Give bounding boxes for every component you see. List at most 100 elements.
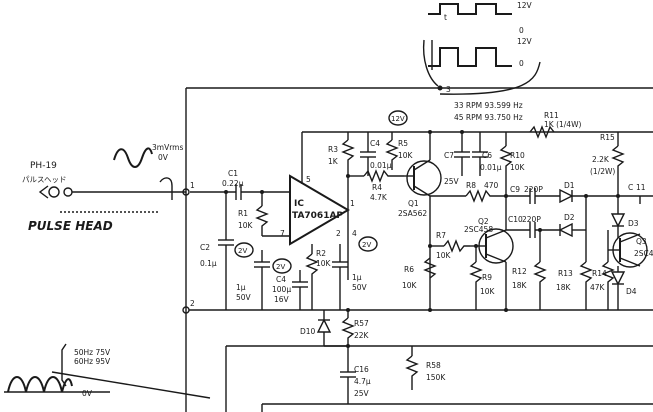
capacitor-c4: C4 0.01μ: [360, 132, 392, 176]
ac-50hz-label: 50Hz 75V: [74, 348, 111, 357]
c1-value: 0.22μ: [222, 179, 244, 188]
d10-label: D10: [300, 327, 316, 336]
r58-value: 150K: [426, 373, 446, 382]
c16-label: C16: [354, 365, 369, 374]
r57-label: R57: [354, 319, 369, 328]
c16-volt: 25V: [354, 389, 370, 398]
c4b-volt: 16V: [274, 295, 290, 304]
c10-label: C10: [508, 215, 523, 224]
r6-label: R6: [404, 265, 414, 274]
node-3-label: 3: [446, 85, 451, 94]
pulse-high-label: 12V: [517, 1, 533, 10]
r57-value: 22K: [354, 331, 370, 340]
capacitor-c6: C6 0.01μ: [472, 132, 502, 176]
r2-label: R2: [316, 249, 326, 258]
diode-d4: D4: [610, 266, 637, 310]
voltage-badge-2v-b-text: 2V: [276, 263, 285, 271]
ic-part-number: TA7061AP: [292, 211, 343, 221]
pulse-zero2-label: 0: [519, 59, 524, 68]
sine-dc-label: 0V: [158, 153, 169, 162]
c6-label: C6: [482, 151, 492, 160]
resistor-r7: R7 10K: [430, 231, 470, 260]
c3-volt: 50V: [236, 293, 252, 302]
r15-watt: (1/2W): [590, 167, 615, 176]
r13-label: R13: [558, 269, 573, 278]
resistor-r6: R6 10K: [402, 257, 437, 290]
pulse-waveform-callout: t 12V 0 12V 0 3: [422, 1, 541, 95]
ac-rectified-waveform: 50Hz 75V 60Hz 95V 0V: [4, 343, 211, 399]
capacitor-c5: 1μ 50V: [332, 244, 368, 310]
q1-label: Q1: [408, 199, 419, 208]
r8-value: 470: [484, 181, 499, 190]
transistor-q2: Q2 2SC458: [464, 196, 514, 310]
voltage-badge-12v-text: 12V: [391, 115, 405, 123]
resistor-r58: R58 150K: [405, 346, 446, 390]
pulse-period-label: t: [444, 13, 447, 22]
r13-value: 18K: [556, 283, 572, 292]
node-1-label: 1: [190, 181, 195, 190]
resistor-r14: R14 47K: [590, 230, 615, 310]
capacitor-c9: C9 220P: [506, 185, 560, 204]
r11-value: 1K (1/4W): [544, 120, 581, 129]
ic-pin-2: 2: [336, 229, 341, 238]
c7-label: C7: [444, 151, 454, 160]
capacitor-c2: C2 0.1μ: [200, 192, 234, 310]
c1-label: C1: [228, 169, 238, 178]
ic-pin-7: 7: [280, 229, 285, 238]
capacitor-c10: C10 220P: [506, 215, 560, 238]
d4-label: D4: [626, 287, 637, 296]
r14-value: 47K: [590, 283, 606, 292]
resistor-r12: R12 18K: [512, 230, 547, 310]
c2-value: 0.1μ: [200, 259, 217, 268]
voltage-badge-12v: [388, 110, 408, 126]
c11-label: C: [628, 183, 633, 192]
c4b-value: 100μ: [272, 285, 291, 294]
voltage-badge-2v-a-text: 2V: [238, 247, 247, 255]
c4-label: C4: [370, 139, 380, 148]
pulse-zero-label: 0: [519, 26, 524, 35]
pulse-head-pickup: PH-19 パルスヘッド PULSE HEAD: [22, 161, 186, 233]
pulse-head-title: PULSE HEAD: [28, 219, 113, 233]
c7-value: 25V: [444, 177, 460, 186]
resistor-r1: R1 10K: [238, 192, 269, 236]
r8-label: R8: [466, 181, 476, 190]
voltage-badge-2v-b: [272, 258, 292, 274]
d3-label: D3: [628, 219, 639, 228]
r3-label: R3: [328, 145, 338, 154]
c4b-label: C4: [276, 275, 286, 284]
c6-value: 0.01μ: [480, 163, 502, 172]
r4-value: 4.7K: [370, 193, 388, 202]
ac-0v-label: 0V: [82, 389, 93, 398]
transistor-q3: Q3 2SC4: [608, 232, 653, 268]
node-1: [182, 188, 190, 196]
r11-label: R11: [544, 111, 559, 120]
r3-value: 1K: [328, 157, 339, 166]
resistor-r4: R4 4.7K: [348, 169, 404, 202]
freq-45-label: 45 RPM 93.750 Hz: [454, 113, 523, 122]
capacitor-c3: 1μ 50V: [236, 250, 270, 310]
c11-suffix: 11: [636, 183, 646, 192]
ic-pin-4: 4: [352, 229, 357, 238]
c16-value: 4.7μ: [354, 377, 371, 386]
resistor-r9: R9 10K: [469, 246, 496, 310]
d1-label: D1: [564, 181, 575, 190]
resistor-r8: R8 470: [430, 181, 506, 203]
diode-d3: D3: [610, 196, 639, 238]
callout-arrow-right: [439, 61, 541, 95]
c4-value: 0.01μ: [370, 161, 392, 170]
q2-type: 2SC458: [464, 225, 493, 234]
resistor-r57: R57 22K: [341, 310, 370, 346]
voltage-badge-2v-c: [358, 236, 378, 252]
q2-label: Q2: [478, 217, 489, 226]
q1-type: 2SA562: [398, 209, 427, 218]
r9-value: 10K: [480, 287, 496, 296]
input-sine-wave: 3mVrms 0V: [113, 143, 183, 168]
resistor-r13: R13 18K: [556, 196, 593, 310]
r15-value: 2.2K: [592, 155, 610, 164]
c5-value: 1μ: [352, 273, 362, 282]
pickup-name: PH-19: [30, 161, 57, 171]
r12-value: 18K: [512, 281, 528, 290]
r6-value: 10K: [402, 281, 418, 290]
voltage-badge-2v-c-text: 2V: [362, 241, 371, 249]
